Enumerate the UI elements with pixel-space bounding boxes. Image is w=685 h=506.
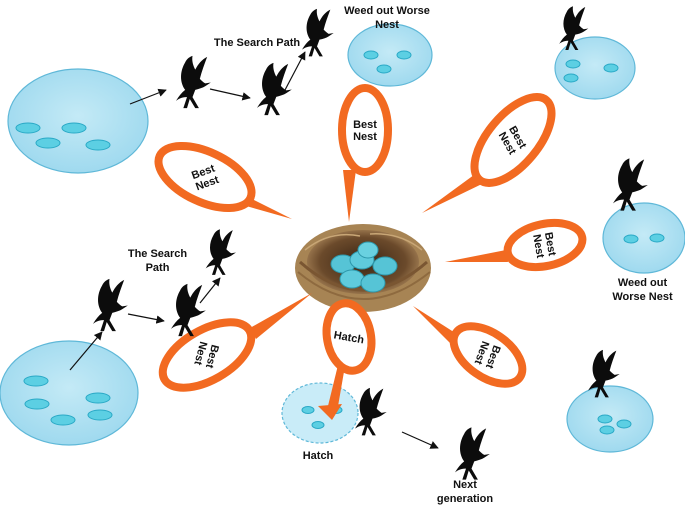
- pond-top-left: [7, 68, 149, 174]
- egg-icon: [35, 137, 61, 149]
- egg-icon: [357, 241, 379, 259]
- egg-icon: [50, 414, 76, 426]
- egg-icon: [15, 122, 41, 134]
- egg-icon: [649, 233, 665, 243]
- egg-icon: [363, 50, 379, 60]
- egg-icon: [24, 398, 50, 410]
- egg-icon: [85, 139, 111, 151]
- weed-out-label-top: Weed out Worse Nest: [344, 5, 430, 31]
- callout-word: Hatch: [333, 329, 365, 346]
- callout-text: BestNest: [530, 231, 558, 259]
- egg-icon: [301, 406, 315, 414]
- pond-right: [602, 202, 685, 274]
- cuckoo-bird-icon: [455, 427, 490, 480]
- callout-lower-right: BestNest: [413, 306, 527, 388]
- egg-icon: [87, 409, 113, 421]
- egg-icon: [563, 73, 579, 83]
- egg-icon: [597, 414, 613, 424]
- pond-top-middle: [347, 23, 433, 87]
- callout-text: Hatch: [333, 329, 365, 346]
- egg-icon: [376, 64, 392, 74]
- search-path-arrows: [69, 51, 439, 449]
- callout-upper-left: BestNest: [154, 142, 292, 219]
- egg-icon: [61, 122, 87, 134]
- callout-word: Nest: [353, 131, 377, 143]
- hatch-label: Hatch: [302, 450, 334, 462]
- egg-icon: [603, 63, 619, 73]
- callout-upper-right: BestNest: [422, 93, 556, 213]
- callout-hatch: Hatch: [318, 299, 376, 420]
- cuckoo-bird-icon: [93, 278, 128, 332]
- callout-word: Nest: [530, 233, 546, 259]
- weed-out-label-right: Weed out Worse Nest: [612, 277, 673, 303]
- next-generation-label: Next generation: [436, 479, 494, 505]
- egg-icon: [85, 392, 111, 404]
- pond-hatch: [281, 382, 359, 444]
- nest-icon: [295, 224, 431, 312]
- pond-top-right: [554, 36, 636, 100]
- pond-bottom-left: [0, 340, 139, 446]
- egg-icon: [339, 269, 365, 289]
- cuckoo-bird-icon: [205, 229, 236, 275]
- search-path-label-left: The Search Path: [127, 248, 188, 274]
- egg-icon: [616, 419, 632, 429]
- egg-icon: [23, 375, 49, 387]
- egg-icon: [311, 421, 325, 429]
- egg-icon: [372, 256, 398, 276]
- egg-icon: [565, 59, 581, 69]
- callout-lower-left: BestNest: [158, 293, 312, 392]
- cuckoo-bird-icon: [257, 62, 292, 116]
- egg-icon: [599, 425, 615, 435]
- egg-icon: [396, 50, 412, 60]
- callout-word: Best: [353, 119, 377, 131]
- callout-right: BestNest: [445, 218, 587, 272]
- search-path-label-top: The Search Path: [213, 37, 301, 49]
- cuckoo-bird-icon: [176, 55, 211, 109]
- egg-icon: [623, 234, 639, 244]
- cuckoo-bird-icon: [355, 387, 387, 436]
- egg-icon: [360, 273, 386, 293]
- pond-bottom-right: [566, 385, 654, 453]
- callout-word: Best: [542, 231, 558, 257]
